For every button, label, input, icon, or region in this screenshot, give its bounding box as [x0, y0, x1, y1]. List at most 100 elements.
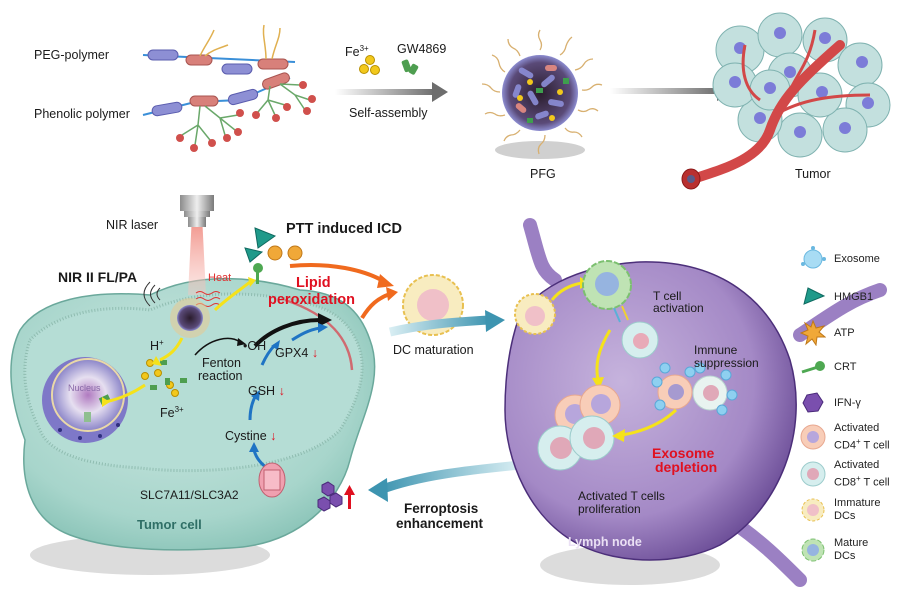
crt-icon: [800, 354, 826, 380]
fe3-label: Fe3+: [345, 42, 369, 59]
cystine-down-arrow: ↓: [270, 429, 277, 443]
gpx4-label: GPX4 ↓: [275, 346, 318, 360]
gpx4-text: GPX4: [275, 346, 309, 360]
mature-dc-in-node: [582, 260, 632, 310]
yellow-arrow-proliferation: [595, 329, 612, 381]
legend-label-cd4-line1: Activated: [834, 422, 880, 434]
self-assembly-arrow: [335, 82, 448, 102]
legend-item-hmgb1: HMGB1: [800, 284, 873, 310]
exosome-depletion-label-1: Exosome: [652, 445, 715, 461]
legend-label-mature-line1: Mature: [834, 537, 869, 549]
cystine-text: Cystine: [225, 429, 267, 443]
ifn-gamma-icon: [800, 390, 826, 416]
lymph-node-body: [504, 261, 797, 561]
exosome-icon: [800, 246, 826, 272]
proliferating-t-cells: [537, 384, 621, 471]
legend-label-atp: ATP: [834, 326, 855, 339]
atp-icon: [800, 320, 826, 346]
lipid-label: Lipid: [296, 275, 331, 291]
dc-maturation-label: DC maturation: [393, 343, 474, 357]
dc-maturation-arrow: [388, 310, 505, 337]
proliferation-label-2: proliferation: [578, 502, 641, 516]
cd8-t-cell-icon: [800, 461, 826, 487]
cd8-t-cell-activation: [621, 321, 659, 359]
fe3-cell-label: Fe3+: [160, 403, 184, 420]
fe-ions-icon: [359, 55, 380, 75]
exosome-depletion-label-2: depletion: [655, 459, 718, 475]
fe-cell-text: Fe: [160, 406, 175, 421]
transporter-label: SLC7A11/SLC3A2: [140, 488, 239, 502]
hmgb1-released: [244, 227, 277, 263]
pfg-nanoparticle: [481, 29, 603, 159]
peg-polymer-illustration: [142, 24, 296, 75]
gw4869-icon: [401, 59, 419, 75]
cd4-t-cell-icon: [800, 424, 826, 450]
peroxidation-label: peroxidation: [268, 292, 356, 308]
legend-label-crt: CRT: [834, 360, 857, 373]
oh-to-lipid-arrow: [253, 318, 321, 348]
legend-label-exosome: Exosome: [834, 252, 880, 265]
gsh-down-arrow: ↓: [278, 384, 285, 398]
legend-item-atp: ATP: [800, 320, 855, 346]
cystine-label: Cystine ↓: [225, 429, 276, 443]
legend-label-cd8-line1: Activated: [834, 459, 880, 471]
fenton-arrow: [194, 337, 241, 356]
yellow-arrow-maturation: [550, 281, 583, 301]
yellow-arrow-crt: [213, 280, 251, 312]
phenolic-polymer-illustration: [142, 72, 316, 152]
self-assembly-label: Self-assembly: [349, 106, 428, 120]
legend-label-cd8-name: CD8: [834, 476, 857, 489]
h-plus-label: H+: [150, 336, 164, 353]
atp-released: [267, 245, 303, 261]
ifn-gamma-cluster: [317, 481, 343, 512]
nucleus-label: Nucleus: [68, 383, 101, 393]
immature-dc-icon: [800, 497, 826, 523]
t-cell-activation-label-2: activation: [653, 301, 704, 315]
h-text: H: [150, 339, 160, 354]
immune-suppression-label-1: Immune: [694, 343, 738, 357]
fe-charge: 3+: [359, 44, 369, 53]
legend-item-crt: CRT: [800, 354, 856, 380]
legend-label-hmgb1: HMGB1: [834, 290, 874, 303]
phenolic-polymer-label: Phenolic polymer: [34, 107, 130, 121]
ferroptosis-label-1: Ferroptosis: [404, 501, 479, 516]
gsh-label: GSH ↓: [248, 384, 285, 398]
peg-polymer-label: PEG-polymer: [34, 48, 110, 62]
legend-label-immature-line1: Immature: [834, 497, 881, 509]
gpx4-down-arrow: ↓: [311, 346, 319, 360]
hmgb1-icon: [800, 284, 826, 310]
nucleus-illustration: [42, 357, 128, 443]
fe-cell-charge: 3+: [174, 405, 184, 414]
legend-label-mature-line2: DCs: [834, 550, 856, 562]
suppressed-t-cells: [651, 362, 738, 416]
immune-suppression-label-2: suppression: [694, 356, 759, 370]
oh-radical-label: •OH: [243, 339, 267, 353]
fe-text: Fe: [345, 45, 360, 60]
legend-label-cd4-name: CD4: [834, 439, 857, 452]
legend-label-ifn-gamma: IFN-γ: [834, 396, 861, 409]
ferroptosis-arrow: [368, 460, 521, 502]
ptt-icd-label: PTT induced ICD: [286, 221, 402, 237]
nir-fl-pa-label: NIR II FL/PA: [58, 269, 138, 285]
legend-item-exosome: Exosome: [800, 246, 880, 272]
immature-dc-in-node: [514, 293, 556, 335]
pfg-label: PFG: [530, 167, 556, 181]
h-charge: +: [159, 338, 164, 347]
nir-laser-device: [180, 195, 214, 295]
legend-item-ifn-gamma: IFN-γ: [800, 390, 861, 416]
legend-label-cd8-tail: T cell: [860, 476, 890, 489]
legend-label-immature-line2: DCs: [834, 510, 856, 522]
t-cell-activation-label-1: T cell: [653, 289, 682, 303]
yellow-arrow-release: [159, 337, 184, 362]
fenton-label-2: reaction: [198, 369, 243, 383]
tumor-label: Tumor: [795, 167, 831, 181]
ferroptosis-label-2: enhancement: [396, 516, 484, 531]
